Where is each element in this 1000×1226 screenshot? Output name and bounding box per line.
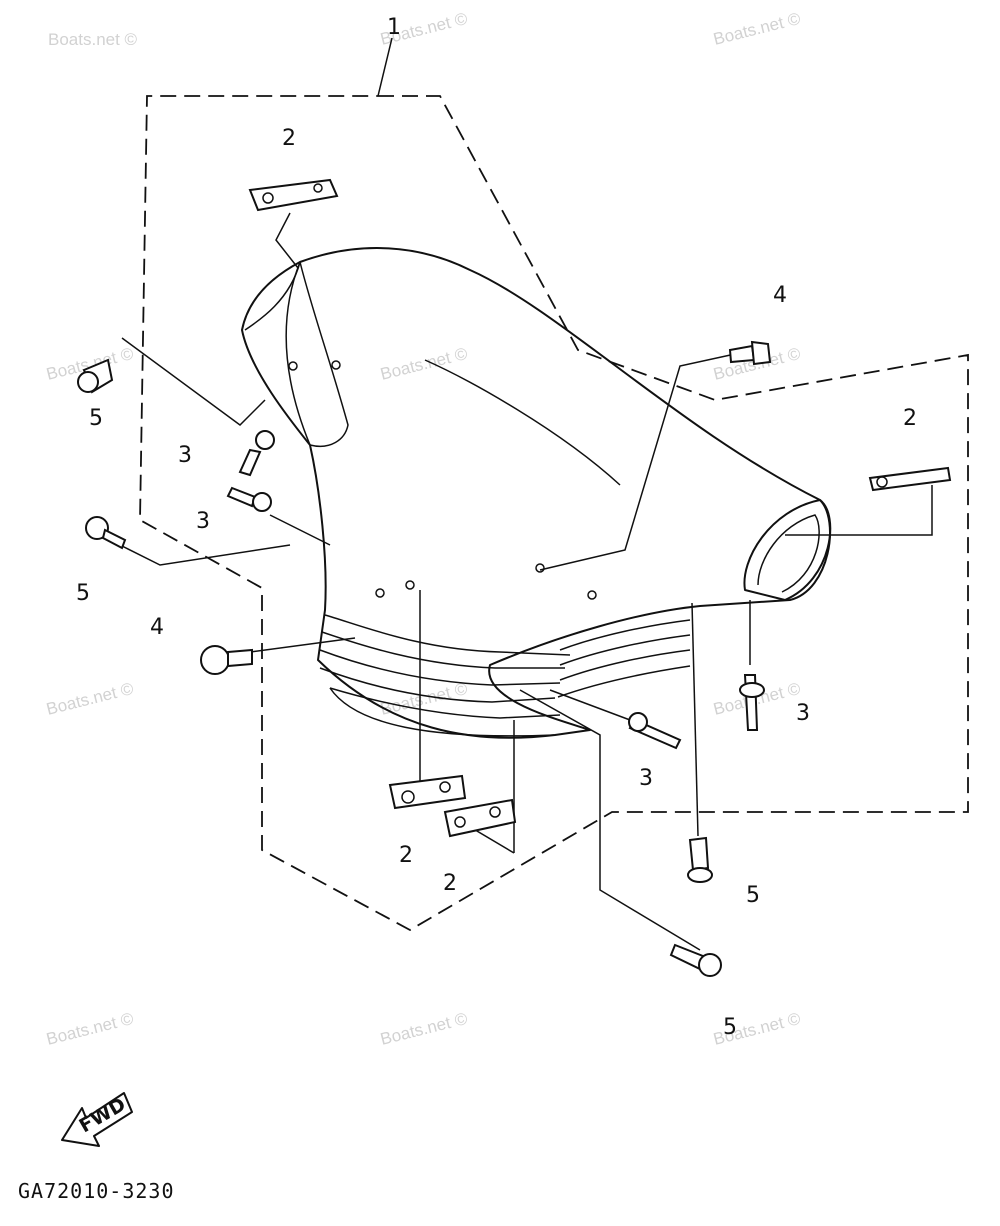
bracket-part-2-bottom-right (443, 798, 517, 838)
bolt-part-5-left (85, 516, 127, 550)
bracket-part-2-bottom-left (388, 774, 467, 810)
watermark-layer: Boats.net © Boats.net © Boats.net © Boat… (44, 9, 802, 1049)
callout-5: 5 (76, 581, 90, 606)
watermark: Boats.net © (378, 1009, 469, 1049)
bolt-part-5-right (687, 836, 713, 883)
callout-2: 2 (399, 843, 413, 868)
fwd-arrow-icon (61, 1092, 133, 1147)
clip-part-3-bottom (628, 712, 682, 750)
callout-5: 5 (723, 1015, 737, 1040)
callout-3: 3 (796, 701, 810, 726)
forward-direction-indicator: FWD (61, 1092, 133, 1147)
callout-5: 5 (746, 883, 760, 908)
watermark: Boats.net © (44, 679, 135, 719)
watermark: Boats.net © (711, 9, 802, 49)
leader-lines (121, 37, 933, 951)
clip-part-3-upper (238, 430, 275, 477)
diagram-code: GA72010-3230 (18, 1179, 175, 1203)
screw-part-4-left (200, 645, 253, 675)
hardware (77, 178, 952, 977)
callout-3: 3 (639, 766, 653, 791)
watermark: Boats.net © (48, 30, 138, 49)
watermark: Boats.net © (378, 344, 469, 384)
callout-1: 1 (387, 15, 401, 40)
hood-outline (241, 247, 831, 739)
callout-3: 3 (196, 509, 210, 534)
assembly-boundary (139, 95, 969, 932)
callout-4: 4 (150, 615, 164, 640)
callout-2: 2 (282, 126, 296, 151)
callout-2: 2 (903, 406, 917, 431)
clip-part-3-right (739, 674, 765, 731)
hood-cowling (241, 247, 832, 739)
bracket-part-2-right (868, 466, 952, 492)
bracket-part-2-top (248, 178, 339, 212)
bolt-part-5-bottom (669, 943, 722, 977)
callout-5: 5 (89, 406, 103, 431)
callout-3: 3 (178, 443, 192, 468)
callout-4: 4 (773, 283, 787, 308)
air-intake-vent (743, 499, 832, 601)
callout-labels: 1 2 2 2 2 3 3 3 3 4 4 5 5 5 5 (76, 15, 917, 1040)
screw-part-4-top-right (728, 340, 772, 366)
watermark: Boats.net © (44, 1009, 135, 1049)
bolt-part-5-top-left (77, 358, 114, 394)
callout-2: 2 (443, 871, 457, 896)
clip-part-3-mid (226, 486, 272, 512)
